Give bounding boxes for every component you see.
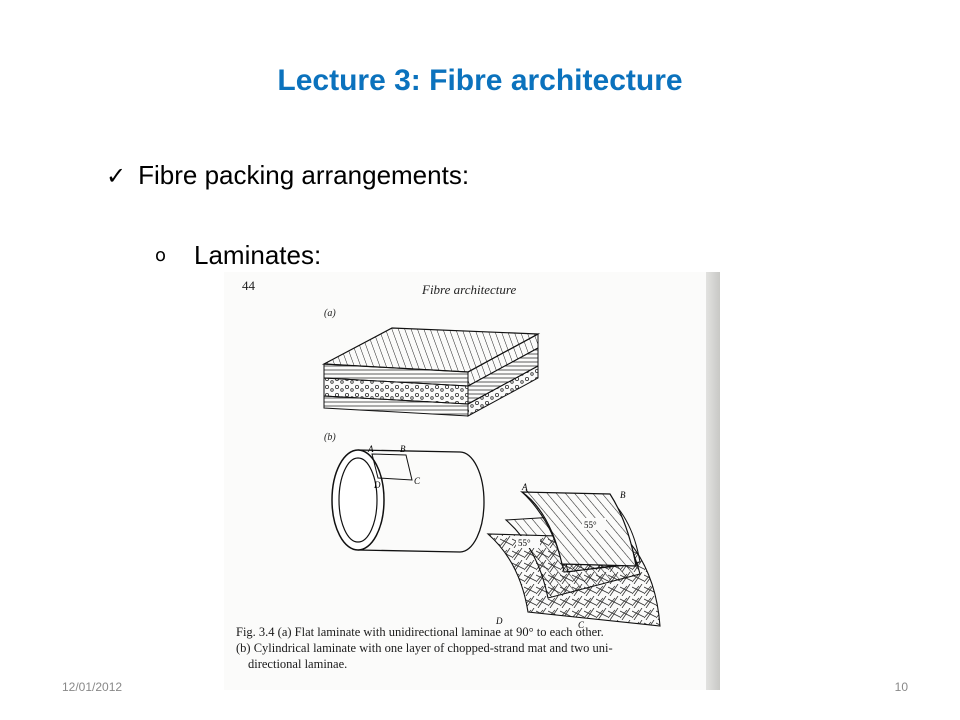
panel-a-label: (a) — [324, 308, 336, 319]
footer-page-number: 10 — [894, 680, 908, 694]
checkmark-icon: ✓ — [106, 161, 127, 190]
figure-running-head: Fibre architecture — [422, 282, 517, 297]
exploded-laminae: A B D C 55° 55° — [486, 482, 661, 630]
lam-label-a: A — [521, 482, 528, 492]
circle-bullet-icon: o — [155, 245, 167, 266]
angle-label-2: 55° — [518, 538, 531, 548]
cyl-label-b: B — [400, 444, 406, 454]
flat-laminate — [321, 327, 541, 417]
scan-page-edge — [706, 272, 720, 690]
footer-date: 12/01/2012 — [62, 680, 123, 694]
figure-page-number: 44 — [242, 278, 255, 293]
scanned-figure: 44 Fibre architecture (a) — [224, 272, 720, 690]
figure-caption: Fig. 3.4 (a) Flat laminate with unidirec… — [236, 624, 706, 672]
angle-label-1: 55° — [584, 520, 597, 530]
caption-line-3: directional laminae. — [248, 657, 348, 671]
lam-label-d: D — [495, 616, 503, 626]
caption-line-2: (b) Cylindrical laminate with one layer … — [236, 641, 613, 655]
lam-label-b: B — [620, 490, 626, 500]
slide-title: Lecture 3: Fibre architecture — [277, 64, 683, 97]
bullet-level2-text: Laminates: — [194, 240, 322, 270]
cyl-label-d: D — [373, 480, 381, 490]
bullet-level1-text: Fibre packing arrangements: — [138, 160, 470, 190]
cyl-label-c: C — [414, 476, 421, 486]
lam-label-c: C — [578, 620, 585, 630]
caption-line-1: Fig. 3.4 (a) Flat laminate with unidirec… — [236, 625, 604, 639]
cylindrical-laminate: A B C D — [331, 444, 485, 553]
cyl-label-a: A — [367, 444, 374, 454]
panel-b-label: (b) — [324, 432, 336, 443]
bullet-level1: ✓ Fibre packing arrangements: — [106, 160, 469, 191]
laminate-drawing: (a) (b) A B C D — [321, 308, 661, 630]
bullet-level2: o Laminates: — [155, 240, 321, 271]
